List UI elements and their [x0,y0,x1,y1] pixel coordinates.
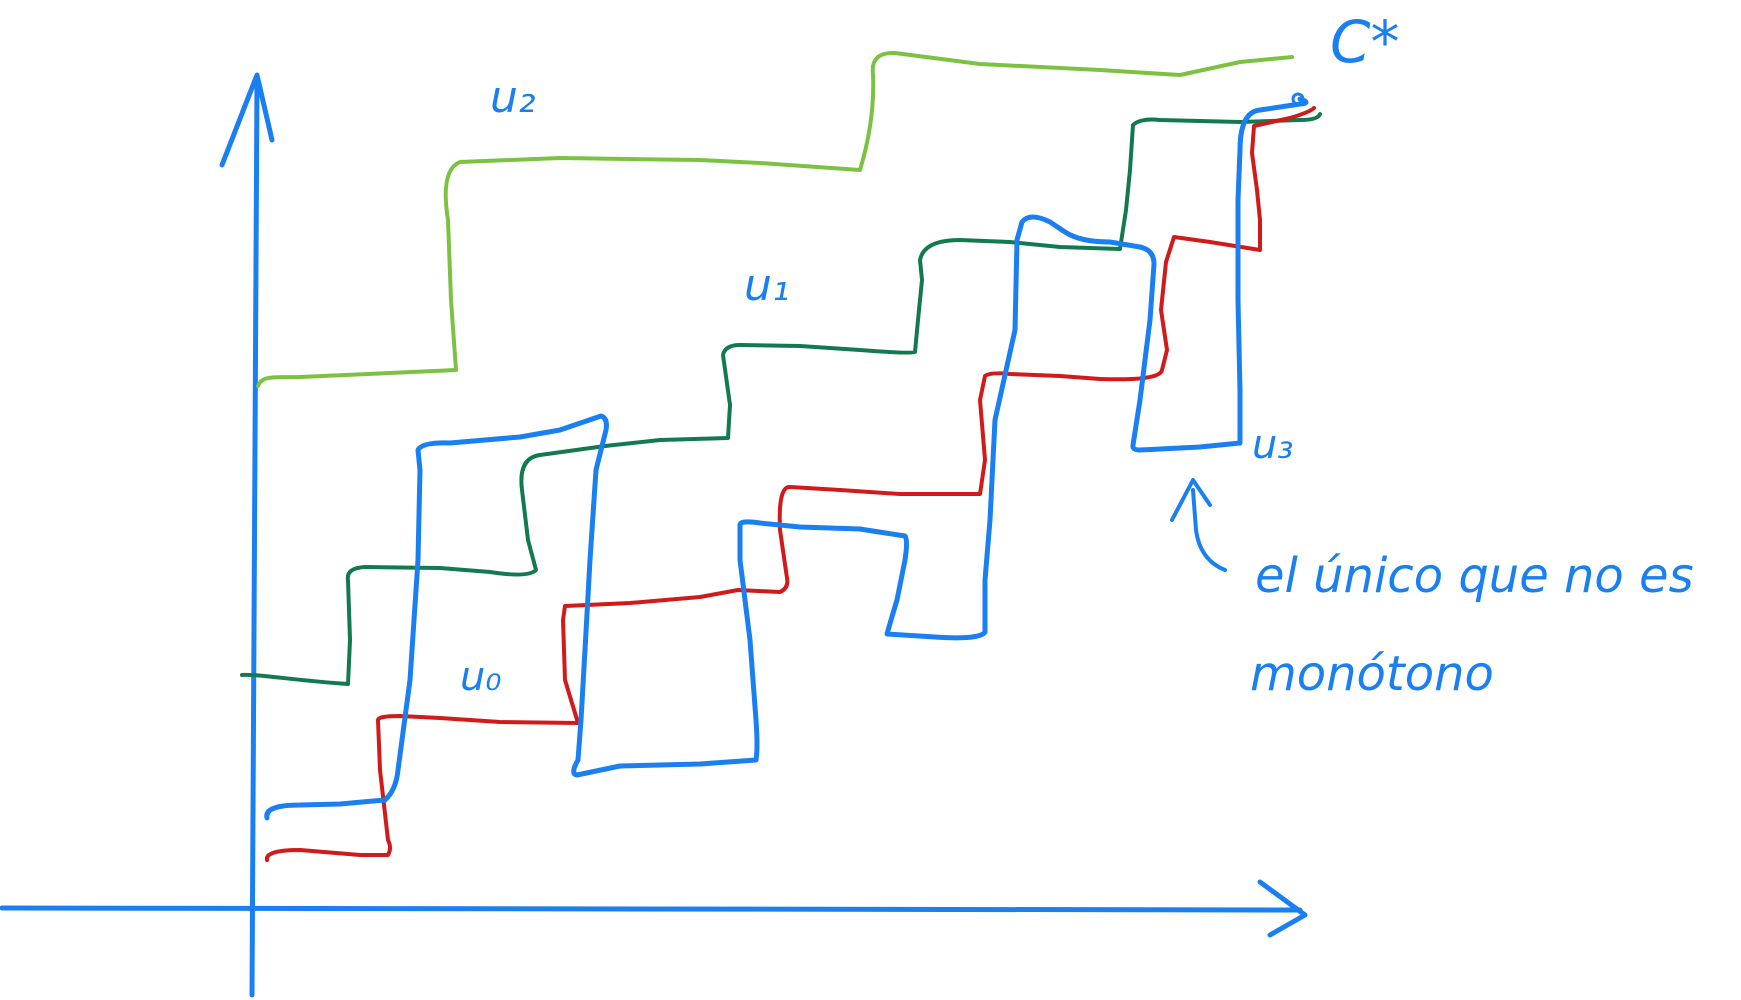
x-axis [0,905,1303,913]
label-u1: u₁ [744,260,790,311]
label-u0: u₀ [460,654,501,700]
label-u3: u₃ [1252,422,1293,468]
curve-u0 [264,106,1316,862]
note-line-1: el único que no es [1255,548,1694,604]
axes [0,72,1308,998]
up-arrow-icon [1170,478,1227,572]
curve-u2 [256,50,1294,388]
endpoint-marker [1291,92,1305,106]
note-line-2: monótono [1250,646,1494,702]
curve-u1 [240,112,1322,686]
x-axis-arrowhead [1257,879,1308,938]
y-axis-arrowhead [219,72,275,168]
curve-u3 [264,96,1309,821]
label-u2: u₂ [490,72,536,123]
label-c-star: C* [1330,8,1400,76]
y-axis [249,77,260,998]
